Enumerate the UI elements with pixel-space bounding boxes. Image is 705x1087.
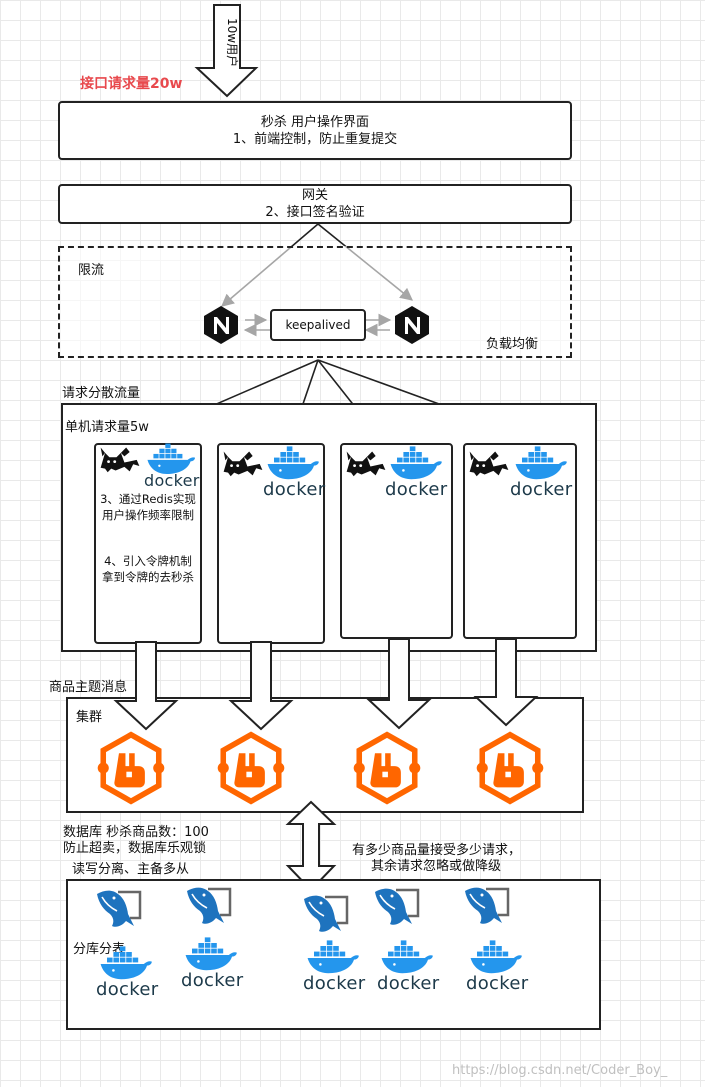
docker-whale-icon: [183, 935, 241, 971]
rabbitmq-icon: [214, 731, 288, 805]
gateway-title: 网关: [301, 188, 328, 203]
mysql-icon: [372, 882, 424, 930]
bidirectional-arrow: [285, 800, 337, 892]
api-request-label: 接口请求量20w: [80, 76, 183, 92]
sharding-label: 分库分表: [73, 942, 126, 957]
load-balance-label: 负载均衡: [486, 337, 539, 352]
rabbitmq-icon: [94, 731, 168, 805]
docker-logo-text: docker: [181, 970, 244, 991]
watermark: https://blog.csdn.net/Coder_Boy_: [452, 1063, 668, 1078]
docker-whale-icon: [379, 938, 437, 974]
gateway-box: 网关 2、接口签名验证: [58, 184, 572, 224]
seckill-ui-note: 1、前端控制，防止重复提交: [232, 131, 398, 147]
docker-logo-text: docker: [377, 973, 440, 994]
docker-whale-icon: [98, 944, 156, 980]
db-note-replica: 读写分离、主备多从: [72, 862, 190, 877]
rabbitmq-icon: [350, 731, 424, 805]
docker-logo-text: docker: [385, 479, 448, 500]
down-arrow: [113, 641, 179, 731]
cluster-label: 集群: [76, 710, 103, 725]
mysql-icon: [462, 881, 514, 929]
seckill-ui-box: 秒杀 用户操作界面 1、前端控制，防止重复提交: [58, 101, 572, 160]
app-node-4: [463, 443, 577, 639]
mysql-icon: [94, 884, 146, 932]
docker-whale-icon: [305, 938, 363, 974]
qty-note-2: 其余请求忽略或做降级: [371, 859, 502, 874]
db-note-lock: 防止超卖，数据库乐观锁: [63, 841, 207, 856]
mysql-icon: [184, 881, 236, 929]
rabbitmq-icon: [473, 731, 547, 805]
app-node-3: [340, 443, 453, 639]
docker-logo-text: docker: [144, 471, 200, 490]
rate-limit-label: 限流: [78, 263, 105, 278]
topic-label: 商品主题消息: [49, 680, 128, 695]
node1-note-token: 4、引入令牌机制拿到令牌的去秒杀: [102, 554, 194, 584]
docker-logo-text: docker: [96, 979, 159, 1000]
docker-logo-text: docker: [263, 479, 326, 500]
docker-logo-text: docker: [510, 479, 573, 500]
docker-logo-text: docker: [303, 973, 366, 994]
seckill-ui-title: 秒杀 用户操作界面: [260, 114, 370, 130]
docker-whale-icon: [468, 938, 526, 974]
mysql-icon: [301, 889, 353, 937]
down-arrow: [228, 641, 294, 731]
keepalived-box: keepalived: [270, 309, 366, 341]
db-note-count: 数据库 秒杀商品数：100: [63, 825, 209, 840]
disperse-label: 请求分散流量: [62, 386, 141, 401]
app-node-1: [94, 443, 202, 644]
users-arrow: [194, 4, 259, 98]
down-arrow: [473, 638, 539, 727]
down-arrow: [366, 638, 432, 730]
keepalived-label: keepalived: [285, 317, 351, 332]
gateway-note: 2、接口签名验证: [265, 205, 365, 220]
docker-logo-text: docker: [466, 973, 529, 994]
app-node-2: [217, 443, 325, 644]
qty-note-1: 有多少商品量接受多少请求，: [352, 843, 522, 858]
single-machine-label: 单机请求量5w: [65, 420, 149, 435]
node1-note-redis: 3、通过Redis实现用户操作频率限制: [100, 492, 196, 522]
